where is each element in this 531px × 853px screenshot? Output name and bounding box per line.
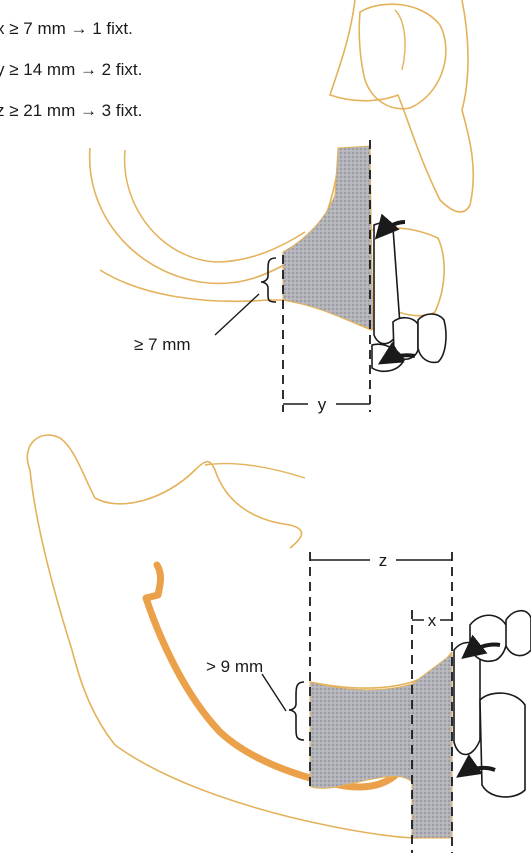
lower-incisor <box>480 693 525 797</box>
x-label: x <box>428 611 437 630</box>
lower-premolar-1 <box>470 615 507 661</box>
lower-canine <box>454 643 480 755</box>
palate-arc-inner <box>125 150 305 262</box>
z-label: z <box>379 551 388 570</box>
lower-height-label: > 9 mm <box>206 657 263 676</box>
lower-height-brace <box>289 682 304 740</box>
coronoid-outline <box>205 464 305 478</box>
nasal-outline <box>395 10 405 70</box>
rule-legend: x ≥ 7 mm → 1 fixt. y ≥ 14 mm → 2 fixt. z… <box>0 19 142 120</box>
upper-premolar-2 <box>418 314 446 362</box>
orbit-outline <box>359 4 446 109</box>
rule-z: z ≥ 21 mm → 3 fixt. <box>0 101 142 120</box>
upper-height-leader <box>215 294 259 335</box>
rule-y: y ≥ 14 mm → 2 fixt. <box>0 60 142 79</box>
rule-x: x ≥ 7 mm → 1 fixt. <box>0 19 133 38</box>
lower-graft-region <box>310 654 452 838</box>
ramus-posterior <box>30 470 115 745</box>
upper-jaw-diagram: ≥ 7 mm y <box>90 0 474 414</box>
lower-height-leader <box>262 674 286 711</box>
upper-height-brace <box>261 258 276 302</box>
upper-height-label: ≥ 7 mm <box>134 335 191 354</box>
lower-premolar-2 <box>506 611 531 656</box>
upper-width-label: y <box>318 395 327 414</box>
lower-jaw-diagram: z x > 9 mm <box>27 435 531 853</box>
mandible-outline <box>27 435 301 548</box>
